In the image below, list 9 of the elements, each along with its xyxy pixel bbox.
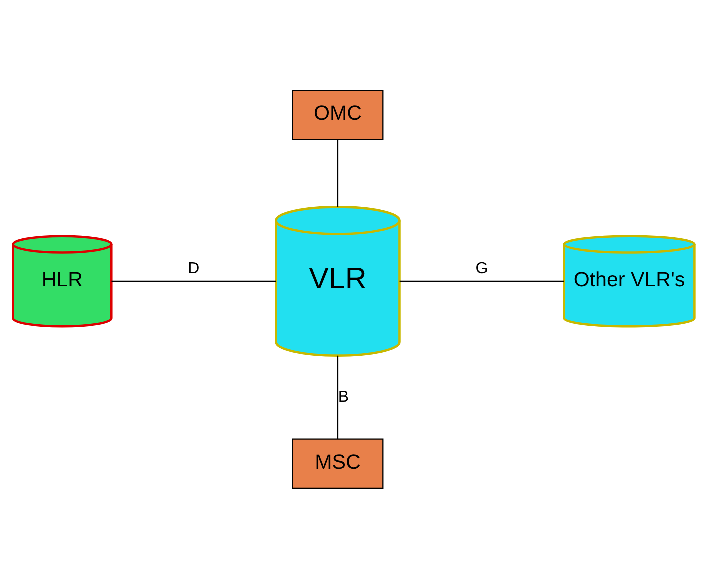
node-box: OMC	[292, 90, 384, 140]
connector	[112, 280, 276, 282]
edge-label: G	[476, 260, 488, 278]
connector	[337, 355, 339, 439]
connector	[400, 280, 564, 282]
edge-label: B	[338, 388, 350, 406]
edge-label: D	[188, 260, 200, 278]
connector	[337, 139, 339, 207]
node-box: MSC	[292, 438, 384, 488]
